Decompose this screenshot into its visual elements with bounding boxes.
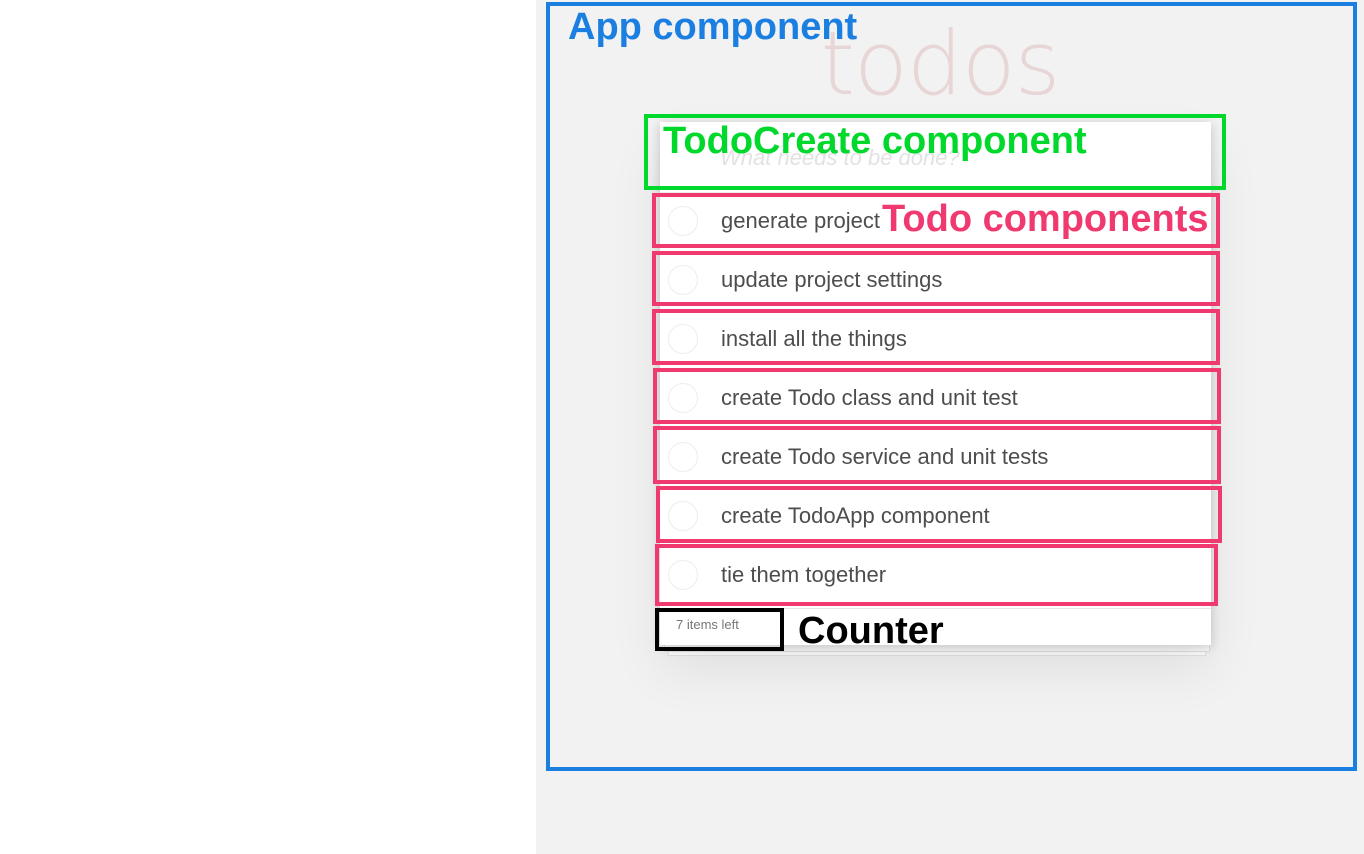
todo-label: generate project — [721, 208, 880, 233]
todo-card: generate project update project settings… — [660, 122, 1211, 645]
app-component-box — [546, 2, 1357, 771]
todo-component-box — [653, 426, 1221, 484]
counter-box — [655, 608, 784, 651]
todo-item[interactable]: generate project — [660, 192, 1211, 251]
todo-label: install all the things — [721, 326, 907, 351]
todo-component-box — [656, 486, 1222, 543]
app-title: todos — [820, 12, 1061, 115]
app-component-label: App component — [568, 6, 858, 48]
toggle-checkbox[interactable] — [668, 442, 698, 472]
toggle-checkbox[interactable] — [668, 560, 698, 590]
todo-component-box — [653, 368, 1221, 424]
todo-components-label: Todo components — [882, 198, 1209, 240]
toggle-checkbox[interactable] — [668, 501, 698, 531]
todo-component-box — [652, 309, 1220, 365]
counter-label: Counter — [798, 610, 944, 652]
todo-component-box — [652, 251, 1220, 306]
todo-create-component-label: TodoCreate component — [663, 120, 1087, 162]
todo-label: create TodoApp component — [721, 503, 990, 528]
todo-item[interactable]: create Todo service and unit tests — [660, 428, 1211, 487]
todo-label: update project settings — [721, 267, 943, 292]
todo-footer: 7 items left — [660, 608, 1211, 646]
new-todo-input[interactable] — [720, 140, 1190, 176]
toggle-checkbox[interactable] — [668, 324, 698, 354]
todo-component-box — [652, 193, 1220, 248]
toggle-checkbox[interactable] — [668, 206, 698, 236]
todo-label: create Todo class and unit test — [721, 385, 1018, 410]
items-left-count: 7 items left — [676, 617, 739, 632]
todo-component-box — [655, 544, 1218, 606]
todo-label: tie them together — [721, 562, 887, 587]
toggle-checkbox[interactable] — [668, 383, 698, 413]
toggle-checkbox[interactable] — [668, 265, 698, 295]
todo-create-component-box — [644, 114, 1226, 190]
todo-label: create Todo service and unit tests — [721, 444, 1049, 469]
